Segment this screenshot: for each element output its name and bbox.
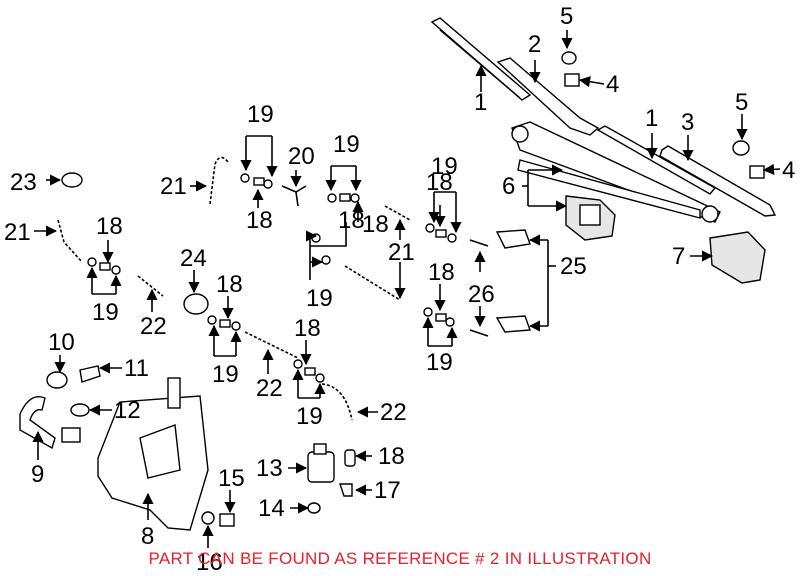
label-14: 14 xyxy=(258,495,285,522)
label-18d: 18 xyxy=(216,271,243,298)
label-19e: 19 xyxy=(212,361,239,388)
label-9: 9 xyxy=(31,461,44,488)
filler-cap xyxy=(46,371,68,389)
label-5a: 5 xyxy=(560,3,573,30)
label-2: 2 xyxy=(528,31,541,58)
wiper-arm-left xyxy=(496,57,600,136)
wiper-cap-left xyxy=(561,51,577,65)
wiper-cap-right xyxy=(732,140,750,156)
leader-lines xyxy=(32,30,781,548)
label-18e: 18 xyxy=(294,315,321,342)
label-25: 25 xyxy=(560,253,587,280)
label-13: 13 xyxy=(256,455,283,482)
label-18h: 18 xyxy=(338,207,365,234)
label-22b: 22 xyxy=(256,375,283,402)
washer-reservoir xyxy=(97,377,209,531)
hose-22a xyxy=(137,275,164,297)
label-19h: 19 xyxy=(306,285,333,312)
pump-grommet xyxy=(307,502,321,514)
label-22c: 22 xyxy=(380,399,407,426)
label-12: 12 xyxy=(114,397,141,424)
label-19d: 19 xyxy=(92,299,119,326)
label-4b: 4 xyxy=(782,157,795,184)
label-19b: 19 xyxy=(333,131,360,158)
wiper-blade-left xyxy=(430,17,532,101)
label-19g: 19 xyxy=(426,349,453,376)
label-21a: 21 xyxy=(160,173,187,200)
label-10: 10 xyxy=(48,329,75,356)
label-18c: 18 xyxy=(96,213,123,240)
hose-22c xyxy=(321,383,353,421)
label-11: 11 xyxy=(124,355,149,382)
washer-pump xyxy=(307,443,335,483)
connectors xyxy=(87,173,457,383)
hose-22b xyxy=(244,331,299,359)
hose-21a xyxy=(209,156,229,205)
label-23: 23 xyxy=(10,169,37,196)
reference-note: PART CAN BE FOUND AS REFERENCE # 2 IN IL… xyxy=(148,549,652,568)
label-18i: 18 xyxy=(426,169,453,196)
hose-21b xyxy=(57,219,83,263)
label-21c: 21 xyxy=(388,239,415,266)
connector-26-lower xyxy=(469,329,489,337)
label-18b: 18 xyxy=(362,211,389,238)
label-19c: 19 xyxy=(431,153,458,180)
label-8: 8 xyxy=(141,523,154,550)
label-19f: 19 xyxy=(296,403,323,430)
label-7: 7 xyxy=(672,243,685,270)
wiper-motor xyxy=(565,195,616,241)
level-sensor xyxy=(219,513,235,527)
filler-neck-hose xyxy=(19,396,81,450)
wiper-nut-right xyxy=(749,165,765,179)
label-1a: 1 xyxy=(474,89,487,116)
label-22a: 22 xyxy=(140,313,167,340)
label-26: 26 xyxy=(468,281,495,308)
label-6: 6 xyxy=(502,173,515,200)
elbow-connector xyxy=(339,483,353,497)
label-18a: 18 xyxy=(246,207,273,234)
label-17: 17 xyxy=(374,477,401,504)
label-20: 20 xyxy=(288,143,315,170)
pump-reservoir-24 xyxy=(183,293,209,315)
label-5b: 5 xyxy=(735,89,748,116)
label-4a: 4 xyxy=(606,71,619,98)
label-18g: 18 xyxy=(378,443,405,470)
sensor-grommet xyxy=(201,511,215,525)
label-18f: 18 xyxy=(428,259,455,286)
label-21b: 21 xyxy=(4,219,31,246)
label-16: 16 xyxy=(196,549,223,576)
wiper-cover-panel xyxy=(709,231,766,284)
washer-nozzle-lower xyxy=(495,315,531,333)
connector-26-upper xyxy=(469,239,489,247)
callout-labels: 1 1 2 3 4 4 5 5 6 7 8 9 10 11 12 13 14 1… xyxy=(4,3,795,576)
cap-23 xyxy=(61,172,83,188)
label-15: 15 xyxy=(218,465,245,492)
label-19a: 19 xyxy=(247,101,274,128)
washer-nozzle-upper xyxy=(495,229,531,249)
wiper-arm-right xyxy=(659,145,777,217)
label-1b: 1 xyxy=(645,105,658,132)
t-connector xyxy=(281,185,307,207)
filler-neck-seal xyxy=(79,365,101,383)
wiper-nut-left xyxy=(564,73,580,87)
label-24: 24 xyxy=(180,245,207,272)
hose-clamp xyxy=(70,403,90,417)
wiper-linkage xyxy=(511,121,721,223)
straight-connector xyxy=(344,449,356,467)
hose-21c xyxy=(344,205,411,301)
label-3: 3 xyxy=(681,109,694,136)
